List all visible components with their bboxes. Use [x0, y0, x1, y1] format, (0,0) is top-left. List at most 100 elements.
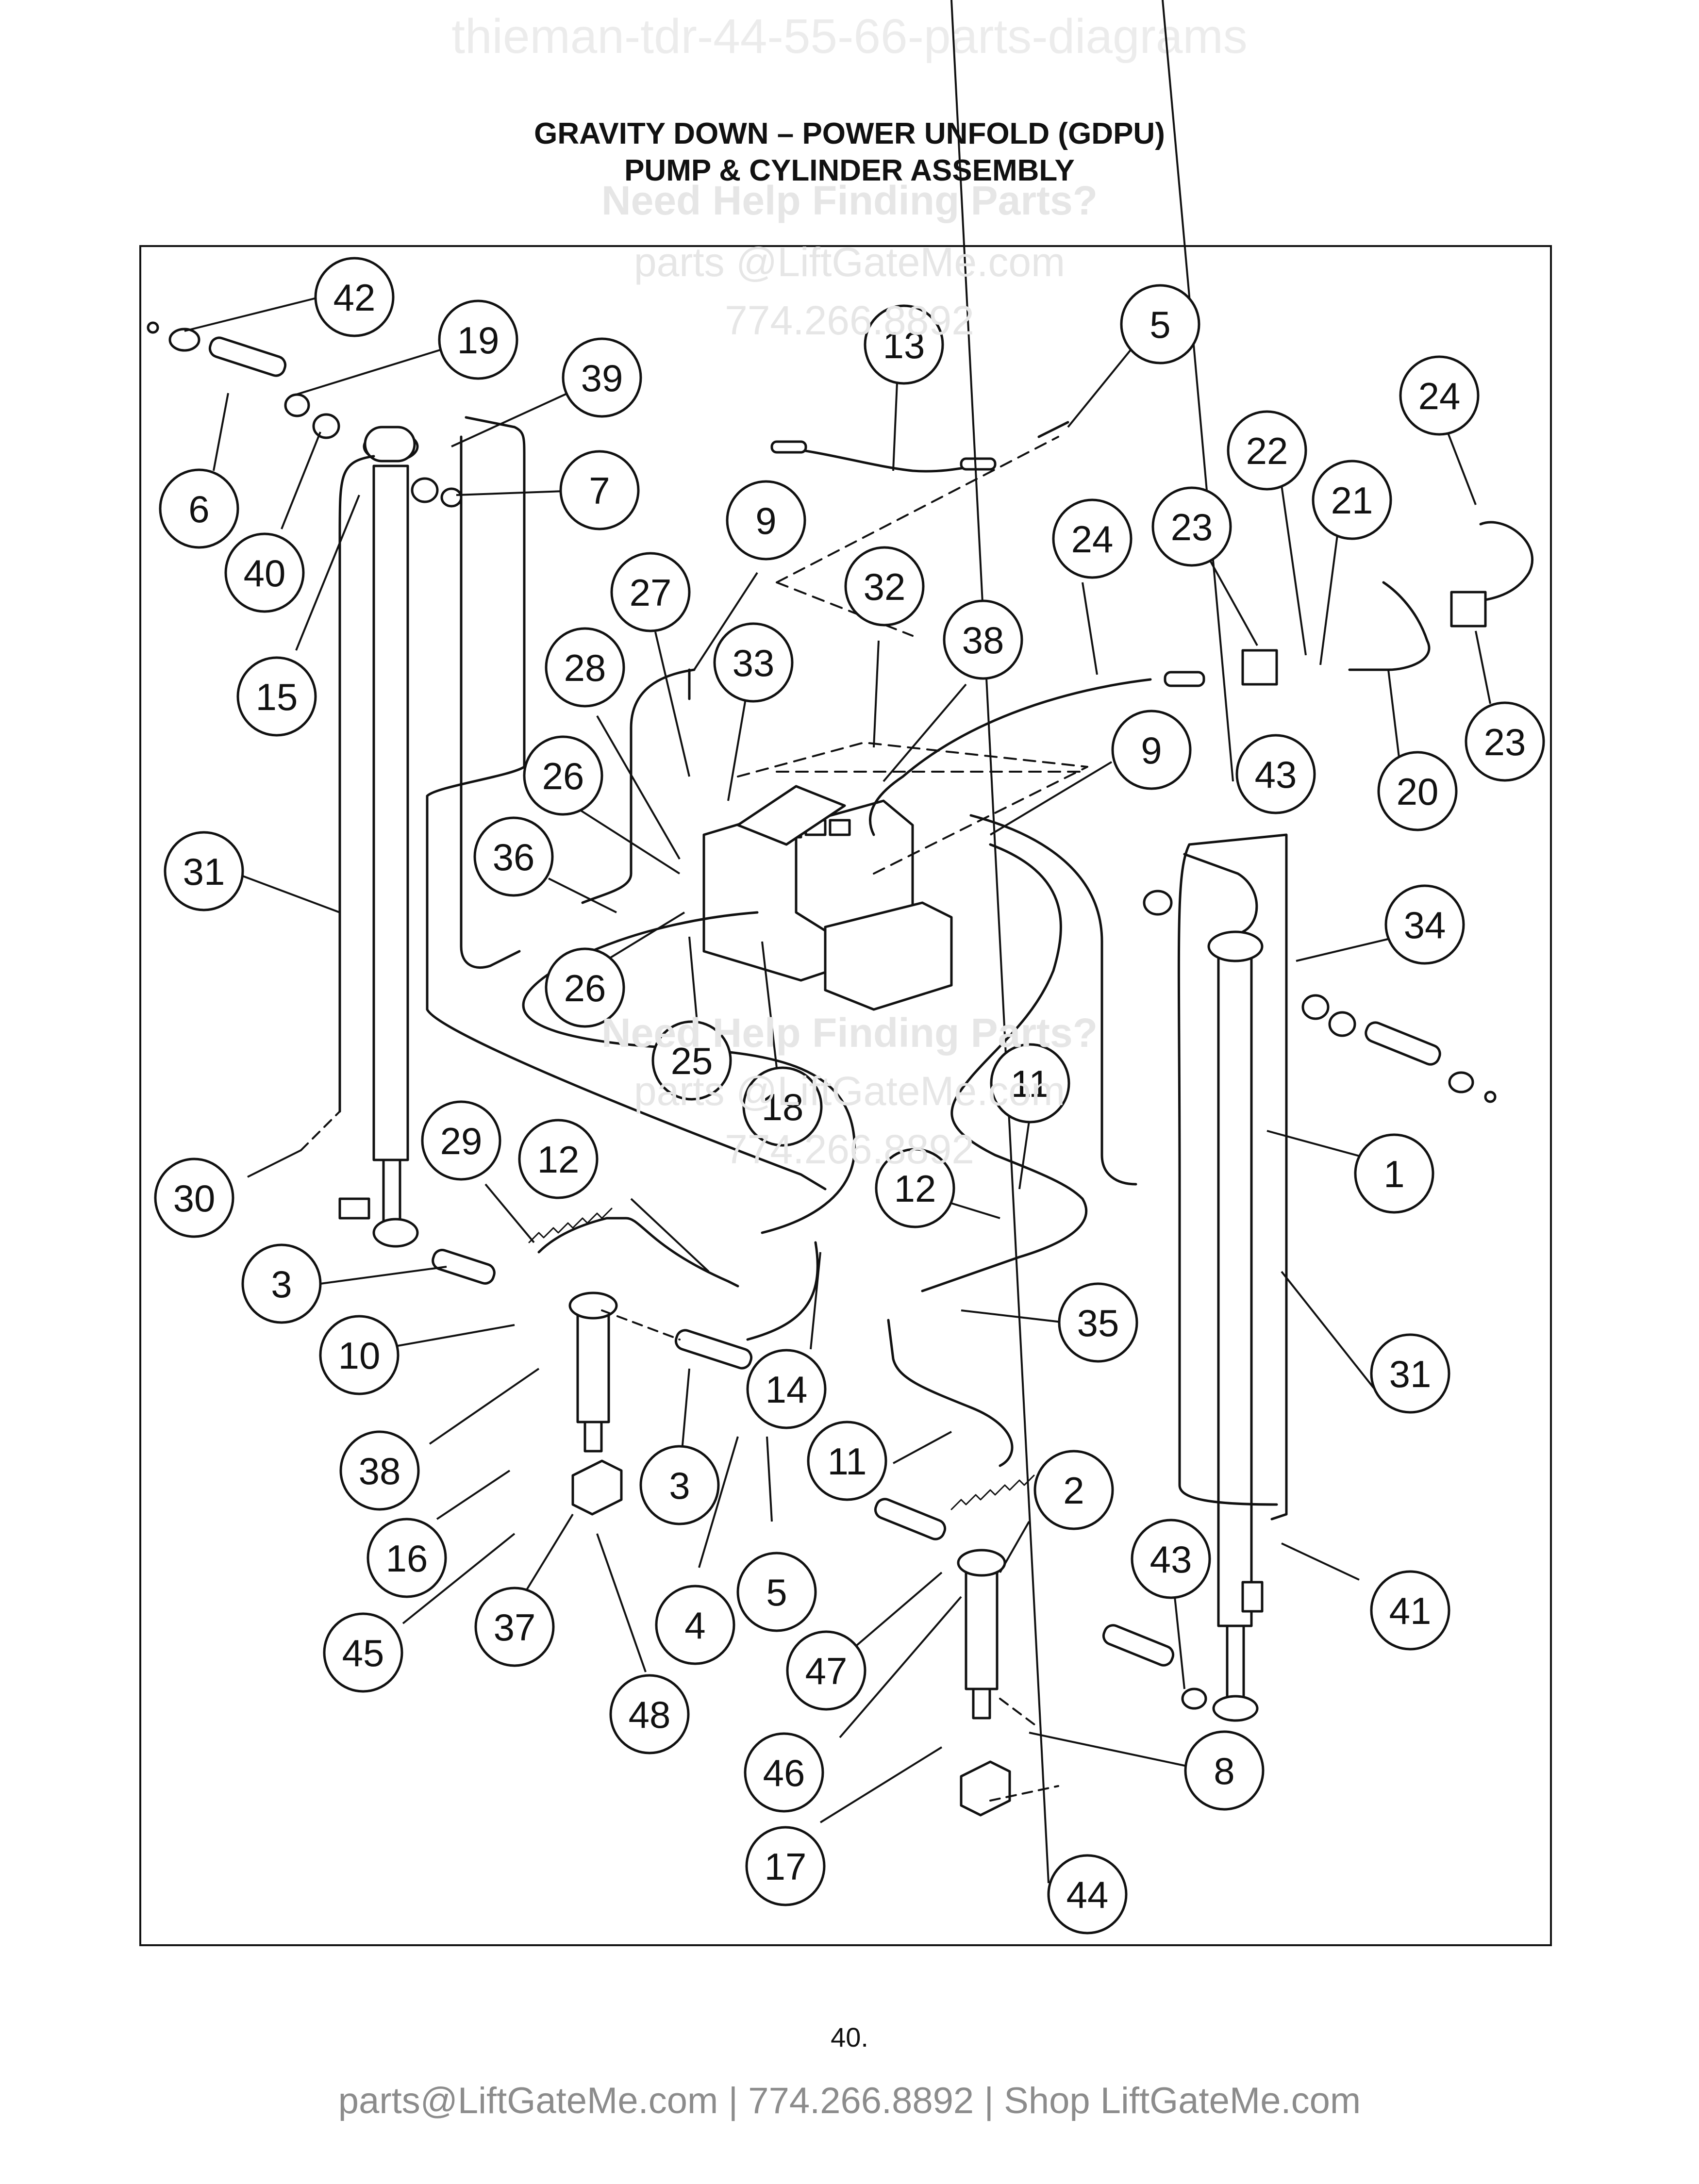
callout-34: 34 — [1384, 884, 1465, 965]
pin-3-center — [674, 1329, 753, 1370]
footer-contact: parts@LiftGateMe.com | 774.266.8892 | Sh… — [338, 2080, 1361, 2121]
svg-text:8: 8 — [1214, 1750, 1234, 1792]
callout-42: 42 — [314, 257, 395, 337]
svg-text:15: 15 — [256, 676, 298, 718]
svg-text:17: 17 — [765, 1845, 807, 1888]
callout-30: 30 — [154, 1158, 234, 1238]
hose-5-fitting — [1037, 421, 1069, 438]
svg-text:1: 1 — [1383, 1153, 1404, 1195]
left-lift-cylinder — [338, 426, 419, 1248]
hose-13-end-left — [770, 440, 807, 454]
watermark-help-mid: Need Help Finding Parts? — [601, 1010, 1098, 1056]
callout-2: 2 — [1033, 1450, 1114, 1530]
callout-44: 44 — [1047, 1854, 1128, 1935]
svg-text:40: 40 — [244, 552, 286, 595]
callout-15: 15 — [236, 656, 317, 737]
callout-9-top: 9 — [726, 480, 806, 561]
hose-long-left — [338, 455, 375, 1113]
callout-39: 39 — [562, 337, 642, 418]
svg-text:19: 19 — [457, 319, 500, 362]
svg-text:36: 36 — [493, 836, 535, 878]
svg-text:31: 31 — [1389, 1353, 1432, 1395]
svg-text:18: 18 — [762, 1086, 804, 1128]
callout-5-top: 5 — [1120, 284, 1200, 364]
callout-9-right: 9 — [1111, 710, 1192, 790]
svg-text:10: 10 — [338, 1334, 381, 1377]
svg-text:14: 14 — [766, 1368, 808, 1411]
svg-text:45: 45 — [342, 1632, 384, 1674]
hose-29-coil — [537, 1217, 739, 1288]
svg-text:11: 11 — [828, 1440, 867, 1483]
svg-text:24: 24 — [1071, 518, 1114, 561]
svg-text:44: 44 — [1066, 1873, 1109, 1916]
callout-43-top: 43 — [1235, 734, 1316, 814]
svg-text:3: 3 — [271, 1263, 292, 1306]
callout-35: 35 — [1058, 1282, 1138, 1363]
callout-24-top: 24 — [1399, 355, 1480, 436]
callout-38-top: 38 — [943, 599, 1023, 680]
svg-text:13: 13 — [883, 324, 925, 366]
hose-11-bottom — [887, 1319, 1014, 1467]
diagram-title-line-1: GRAVITY DOWN – POWER UNFOLD (GDPU) — [534, 117, 1165, 150]
pump-block — [702, 785, 953, 1011]
callout-37: 37 — [474, 1587, 555, 1667]
callout-31-right: 31 — [1370, 1333, 1450, 1414]
svg-text:6: 6 — [188, 488, 209, 530]
svg-text:11: 11 — [1011, 1062, 1050, 1105]
svg-text:9: 9 — [1141, 729, 1162, 772]
svg-text:39: 39 — [581, 357, 623, 399]
callout-36: 36 — [473, 816, 554, 897]
callout-40: 40 — [224, 532, 305, 613]
svg-text:35: 35 — [1077, 1302, 1119, 1344]
hose-24 — [869, 678, 1152, 836]
watermark-help-top: Need Help Finding Parts? — [601, 178, 1098, 223]
callout-8: 8 — [1184, 1730, 1265, 1811]
svg-text:27: 27 — [630, 571, 672, 614]
page-number: 40. — [831, 2022, 868, 2052]
callout-22: 22 — [1227, 410, 1307, 491]
valve-23-left — [1241, 649, 1278, 686]
callout-17: 17 — [745, 1826, 826, 1906]
pin-2 — [874, 1498, 947, 1540]
parts-drawing — [147, 321, 1533, 1817]
svg-text:23: 23 — [1171, 506, 1213, 548]
svg-text:26: 26 — [542, 755, 584, 797]
svg-text:43: 43 — [1255, 753, 1297, 796]
callout-24-mid: 24 — [1052, 498, 1133, 579]
leader-lines — [184, 0, 1491, 1884]
dashed-reservoir — [776, 436, 1059, 637]
callout-5-bottom: 5 — [736, 1552, 817, 1632]
svg-text:3: 3 — [669, 1464, 690, 1507]
callout-11-mid: 11 — [990, 1043, 1070, 1124]
callout-20: 20 — [1377, 751, 1458, 831]
svg-text:43: 43 — [1150, 1538, 1192, 1581]
hose-9-right — [969, 814, 1137, 1186]
svg-text:2: 2 — [1063, 1469, 1084, 1512]
callout-47: 47 — [786, 1630, 866, 1711]
callout-27: 27 — [610, 552, 691, 632]
diagram-title-line-2: PUMP & CYLINDER ASSEMBLY — [624, 154, 1075, 187]
callout-23-top: 23 — [1151, 486, 1232, 567]
dashed-lower — [300, 1110, 1059, 1802]
lower-left-cylinder — [568, 1291, 623, 1516]
watermark-email-top: parts @LiftGateMe.com — [633, 239, 1066, 285]
svg-text:22: 22 — [1246, 430, 1288, 472]
callout-38-bottom: 38 — [339, 1430, 420, 1511]
svg-text:28: 28 — [564, 646, 606, 689]
svg-text:31: 31 — [183, 850, 225, 893]
svg-text:26: 26 — [564, 967, 606, 1009]
callout-43-bottom: 43 — [1131, 1519, 1211, 1599]
svg-text:42: 42 — [333, 276, 376, 319]
callout-45: 45 — [323, 1612, 403, 1693]
svg-text:32: 32 — [864, 565, 906, 608]
top-watermark: thieman-tdr-44-55-66-parts-diagrams — [451, 9, 1248, 64]
callout-25: 25 — [651, 1020, 732, 1101]
diagram-frame — [139, 245, 1552, 1946]
callout-1: 1 — [1354, 1133, 1434, 1214]
hose-24-end — [1164, 671, 1205, 687]
svg-text:12: 12 — [894, 1167, 936, 1210]
svg-text:5: 5 — [766, 1571, 787, 1614]
callout-46: 46 — [744, 1732, 824, 1813]
callout-33: 33 — [713, 622, 794, 703]
